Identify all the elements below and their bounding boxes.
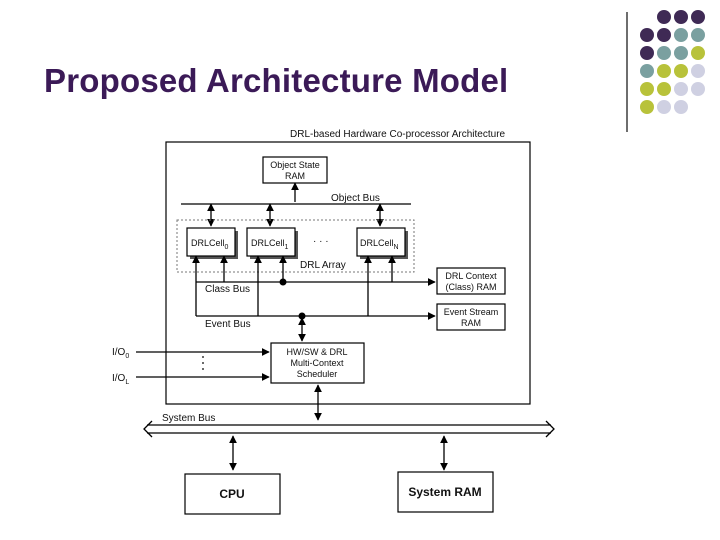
drlcell1-label: DRLCell1 bbox=[251, 238, 289, 251]
system-bus-label: System Bus bbox=[162, 413, 215, 424]
event-stream-ram-box bbox=[436, 303, 506, 331]
scheduler-label-line3: Scheduler bbox=[297, 369, 338, 379]
page-title: Proposed Architecture Model bbox=[44, 62, 509, 99]
drl-context-ram-box bbox=[436, 267, 506, 295]
system-bus-right-arrowhead bbox=[545, 420, 555, 438]
object-bus-label: Object Bus bbox=[331, 193, 380, 204]
system-ram-label: System RAM bbox=[408, 485, 481, 499]
object-state-ram-box bbox=[262, 156, 328, 184]
event-stream-ram-label-line2: RAM bbox=[461, 318, 481, 328]
object-state-ram-label-line2: RAM bbox=[285, 171, 305, 181]
scheduler-label-line2: Multi-Context bbox=[290, 358, 344, 368]
drlcell1-box bbox=[246, 227, 296, 257]
drl-context-ram-label-line1: DRL Context bbox=[445, 271, 497, 281]
drl-context-ram-label-line2: (Class) RAM bbox=[446, 282, 497, 292]
io0-label: I/O0 bbox=[112, 347, 129, 360]
coprocessor-boundary bbox=[165, 141, 531, 405]
cells-ellipsis: · · · bbox=[313, 236, 329, 247]
event-bus-label: Event Bus bbox=[205, 319, 251, 330]
iol-label: I/OL bbox=[112, 373, 129, 386]
class-bus-label: Class Bus bbox=[205, 284, 250, 295]
object-state-ram-label-line1: Object State bbox=[270, 160, 320, 170]
system-bus-left-arrowhead bbox=[143, 420, 153, 438]
drl-array-boundary bbox=[176, 219, 415, 273]
drlcell0-label: DRLCell0 bbox=[191, 238, 229, 251]
scheduler-box bbox=[270, 342, 365, 384]
system-ram-box bbox=[397, 471, 494, 513]
io-vertical-ellipsis bbox=[202, 356, 204, 370]
title-divider-line bbox=[626, 12, 628, 132]
event-stream-ram-label-line1: Event Stream bbox=[444, 307, 499, 317]
coprocessor-header-label: DRL-based Hardware Co-processor Architec… bbox=[290, 129, 506, 140]
drlcelln-box bbox=[356, 227, 406, 257]
drl-array-label: DRL Array bbox=[300, 260, 346, 271]
scheduler-label-line1: HW/SW & DRL bbox=[286, 347, 347, 357]
drlcelln-label: DRLCellN bbox=[360, 238, 399, 251]
drlcell0-box bbox=[186, 227, 236, 257]
cpu-box bbox=[184, 473, 281, 515]
cpu-label: CPU bbox=[219, 487, 244, 501]
